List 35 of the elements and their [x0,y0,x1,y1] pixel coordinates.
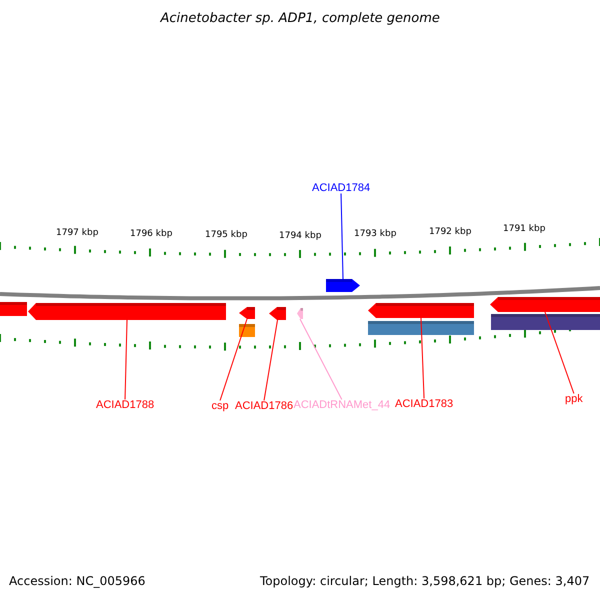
gene-feature [239,307,255,319]
gene-feature [368,303,474,318]
scale-label: 1795 kbp [205,230,248,240]
gene-label: csp [212,400,229,412]
gene-label: ppk [565,394,583,404]
scale-label: 1791 kbp [503,224,546,234]
leader-line [124,320,128,400]
leader-line [264,320,278,401]
scale-label: 1797 kbp [56,228,98,238]
scale-label: 1793 kbp [354,230,396,238]
gene-label: ACIAD1788 [96,400,154,410]
gene-label: ACIAD1784 [312,182,370,194]
leader-line [544,312,574,394]
gene-feature [269,307,286,320]
gene-label: ACIAD1783 [395,398,454,410]
gene-feature [490,297,600,312]
gene-block [491,314,600,330]
gene-feature [326,279,360,292]
gene-feature [297,308,303,319]
leader-line [220,318,248,401]
scale-label: 1794 kbp [279,232,322,240]
genome-summary: Topology: circular; Length: 3,598,621 bp; Genes: 3,407 [260,575,590,587]
gene-label: ACIADtRNAMet_44 [294,400,390,410]
leader-line [340,193,344,280]
gene-feature [0,302,27,316]
gene-block [368,321,474,335]
accession-note: Accession: NC_005966 [9,575,146,587]
gene-block [239,324,255,337]
gene-feature [28,303,226,320]
leader-line [420,318,425,399]
scale-label: 1792 kbp [429,228,472,236]
gene-label: ACIAD1786 [235,400,294,412]
map-title: Acinetobacter sp. ADP1, complete genome [160,12,440,24]
leader-line [300,318,342,400]
scale-label: 1796 kbp [130,230,172,238]
